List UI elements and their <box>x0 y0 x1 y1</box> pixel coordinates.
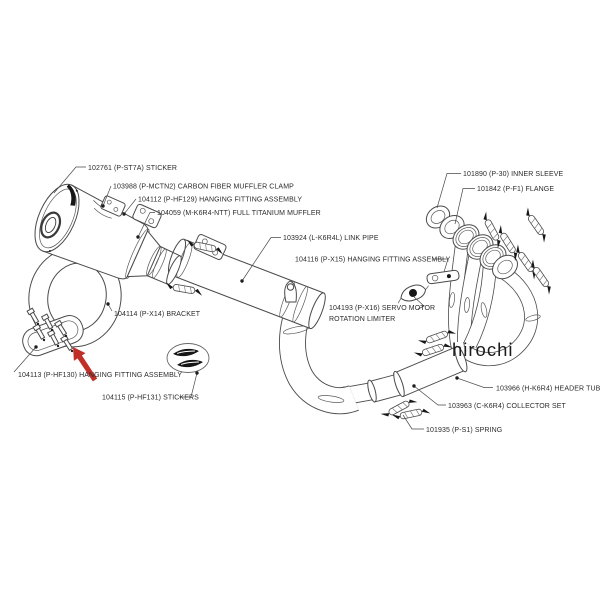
pipe-hanger-tab <box>284 280 297 303</box>
watermark-text: hirochi <box>452 339 514 360</box>
hanging-fitting-hf129-drawing <box>132 203 162 229</box>
label-header-tube: 103966 (H-K6R4) HEADER TUBE SET <box>496 386 600 393</box>
label-hanging-fitting-hf130: 104113 (P-HF130) HANGING FITTING ASSEMBL… <box>18 372 182 379</box>
label-bracket: 104114 (P-X14) BRACKET <box>114 311 201 318</box>
leader-lines <box>13 166 493 430</box>
label-servo-line1: 104193 (P-X16) SERVO MOTOR <box>329 305 435 312</box>
spring-part <box>521 206 551 244</box>
label-hanging-fitting-hf129: 104112 (P-HF129) HANGING FITTING ASSEMBL… <box>138 197 302 204</box>
label-spring: 101935 (P-S1) SPRING <box>426 427 502 434</box>
fitting-plate-drawing <box>22 307 84 357</box>
label-flange: 101842 (P-F1) FLANGE <box>477 186 554 193</box>
end-cap-sticker <box>66 184 76 206</box>
label-sticker: 102761 (P-ST7A) STICKER <box>88 165 177 172</box>
hanging-fitting-x15-drawing <box>426 269 460 285</box>
muffler-clamp-drawing <box>100 195 126 217</box>
label-link-pipe: 103924 (L-K6R4L) LINK PIPE <box>283 235 379 242</box>
label-collector: 103963 (C-K6R4) COLLECTOR SET <box>448 403 567 410</box>
label-muffler-clamp: 103988 (P-MCTN2) CARBON FIBER MUFFLER CL… <box>113 184 294 191</box>
flange-and-sleeve-drawing <box>425 205 518 280</box>
akrapovic-logo-sticker <box>173 348 199 357</box>
stickers-drawing <box>166 343 210 373</box>
part-labels: 102761 (P-ST7A) STICKER 103988 (P-MCTN2)… <box>18 165 600 434</box>
label-muffler: 104059 (M-K6R4-NTT) FULL TITANIUM MUFFLE… <box>157 210 321 217</box>
red-highlight-arrow <box>73 347 98 382</box>
header-tube-set-drawing <box>448 244 541 367</box>
akrapovic-logo-sticker <box>177 359 203 368</box>
label-inner-sleeve: 101890 (P-30) INNER SLEEVE <box>463 171 563 178</box>
servo-rotation-limiter-drawing <box>397 284 429 304</box>
label-servo-line2: ROTATION LIMITER <box>329 316 395 323</box>
stud-bolts <box>26 307 74 353</box>
collector-set-drawing <box>341 345 468 406</box>
label-hanging-fitting-x15: 104116 (P-X15) HANGING FITTING ASSEMBLY <box>295 257 451 264</box>
label-stickers: 104115 (P-HF131) STICKERS <box>102 395 199 402</box>
